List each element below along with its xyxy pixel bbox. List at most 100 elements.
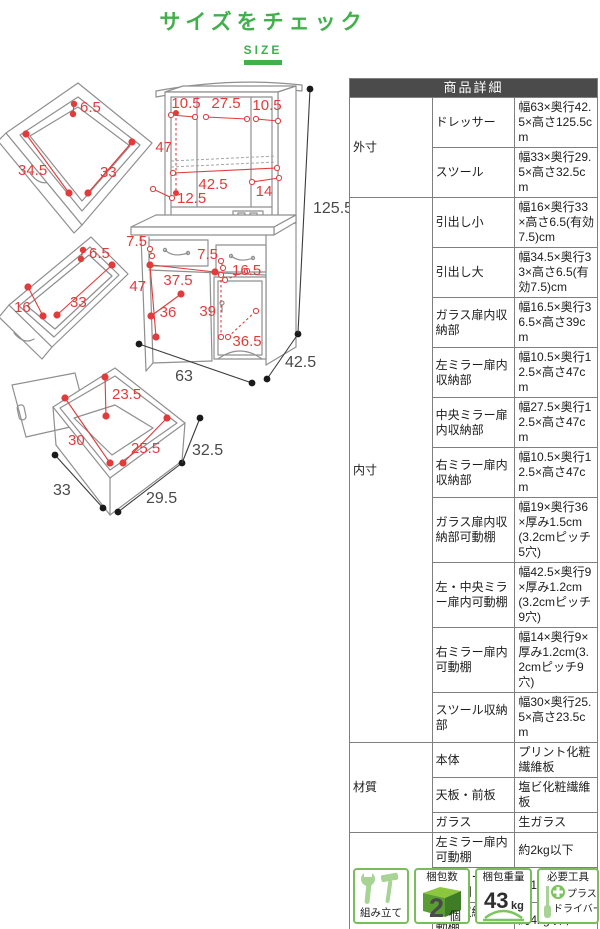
table-row: 外寸 ドレッサー 幅63×奥行42.5×高さ125.5cm [349, 97, 598, 199]
spec-cell-item: 中央ミラー扉内収納部 [431, 397, 516, 449]
table-row: スツール収納部 幅30×奥行25.5×高さ23.5cm [350, 692, 598, 744]
table-row: スツール 幅33×奥行29.5×高さ32.5cm [350, 147, 598, 199]
dim-drawer-right-height: 7.5 [197, 246, 218, 263]
dim-drawer-small-width: 16 [14, 299, 31, 316]
spec-cell-value: 幅10.5×奥行12.5×高さ47cm [514, 347, 598, 399]
spec-cell-value: プリント化粧繊維板 [514, 742, 598, 779]
dim-door-depth: 36.5 [232, 333, 261, 350]
spec-cell-category: 外寸 [349, 97, 433, 199]
spec-cell-item: スツール [431, 147, 516, 199]
spec-cell-value: 幅42.5×奥行9×厚み1.2cm(3.2cmピッチ9穴) [514, 562, 598, 629]
spec-cell-value: 幅34.5×奥行33×高さ6.5(有効7.5)cm [514, 247, 598, 299]
dim-door-height: 39 [199, 303, 216, 320]
spec-cell-category: 材質 [349, 742, 433, 834]
dim-drawer-small-height: 6.5 [89, 245, 110, 262]
badge-assembly: 組み立て [353, 868, 409, 924]
dim-stool-inner-height: 23.5 [112, 386, 141, 403]
table-row: 中央ミラー扉内収納部 幅27.5×奥行12.5×高さ47cm [350, 397, 598, 449]
dim-stool-outer-height: 32.5 [192, 442, 223, 459]
page-header: サイズをチェック SIZE [63, 6, 463, 65]
dim-drawer-small-depth: 33 [70, 294, 87, 311]
dim-knee-depth: 36 [160, 304, 177, 321]
spec-cell-item: スツール収納部 [431, 692, 516, 744]
dim-total-width: 63 [175, 368, 193, 385]
spec-cell-value: 幅27.5×奥行12.5×高さ47cm [514, 397, 598, 449]
tools-line-2: ドライバー [553, 903, 597, 915]
spec-cell-value: 幅30×奥行25.5×高さ23.5cm [514, 692, 598, 744]
spec-cell-item: 引出し小 [431, 197, 516, 249]
spec-table: 商品詳細 外寸 ドレッサー 幅63×奥行42.5×高さ125.5cm スツール … [349, 77, 598, 929]
small-drawer-drawing: 6.5 16 33 [0, 236, 129, 360]
spec-cell-item: 左・中央ミラー扉内可動棚 [431, 562, 516, 629]
dim-mirror-center-width: 27.5 [211, 95, 240, 112]
badge-package-count-label: 梱包数 [426, 871, 458, 883]
screwdriver-icon: プラス ドライバー [544, 884, 597, 918]
spec-cell-item: 左ミラー扉内収納部 [431, 347, 516, 399]
stool-drawing: 23.5 30 25.5 33 29.5 32.5 [11, 367, 223, 516]
dim-desk-inner-height: 47 [129, 278, 146, 295]
package-weight-value: 43 [484, 888, 508, 913]
badge-required-tools-label: 必要工具 [547, 871, 589, 883]
spec-cell-value: 幅33×奥行29.5×高さ32.5cm [514, 147, 598, 199]
size-diagram-svg: 6.5 34.5 33 6.5 16 33 [0, 81, 350, 516]
badge-package-weight: 梱包重量 43 kg [475, 868, 532, 924]
table-row: 耐荷重 左ミラー扉内可動棚 約2kg以下 [349, 832, 598, 929]
table-row: ガラス扉内収納部 幅16.5×奥行36.5×高さ39cm [350, 297, 598, 349]
table-row: 材質 本体 プリント化粧繊維板 [349, 742, 598, 834]
spec-cell-item: ドレッサー [431, 97, 516, 149]
spec-cell-item: ガラス扉内収納部 [431, 297, 516, 349]
dresser-drawing: 10.5 27.5 10.5 47 42.5 14 12.5 7.5 7.5 1… [126, 81, 350, 387]
spec-cell-item: 引出し大 [431, 247, 516, 299]
dim-drawer-large-width: 34.5 [18, 162, 47, 179]
dim-mirror-left-width: 10.5 [171, 95, 200, 112]
badge-required-tools: 必要工具 プラス ドライバー [537, 868, 599, 924]
dim-right-section-width: 14 [256, 183, 273, 200]
table-row: 内寸 引出し小 幅16×奥行33×高さ6.5(有効7.5)cm [349, 197, 598, 744]
package-count-value: 2 [429, 893, 444, 922]
table-row: 左・中央ミラー扉内可動棚 幅42.5×奥行9×厚み1.2cm(3.2cmピッチ9… [350, 562, 598, 629]
table-row: 左ミラー扉内収納部 幅10.5×奥行12.5×高さ47cm [350, 347, 598, 399]
spec-cell-category: 内寸 [349, 197, 433, 744]
subtitle-underline [244, 60, 282, 65]
dim-cabinet-inner-height: 47 [155, 139, 172, 156]
spec-cell-value: 幅10.5×奥行12.5×高さ47cm [514, 447, 598, 499]
spec-cell-value: 幅14×奥行9×厚み1.2cm(3.2cmピッチ9穴) [514, 627, 598, 694]
page-subtitle: SIZE [243, 43, 283, 57]
dim-stool-inner-width: 30 [68, 432, 85, 449]
large-drawer-drawing: 6.5 34.5 33 [0, 82, 153, 234]
tools-line-1: プラス [567, 888, 597, 900]
dim-door-width: 16.5 [232, 262, 261, 279]
dim-drawer-left-height: 7.5 [126, 233, 147, 250]
dim-stool-outer-depth: 29.5 [146, 490, 177, 507]
table-row: 右ミラー扉内可動棚 幅14×奥行9×厚み1.2cm(3.2cmピッチ9穴) [350, 627, 598, 694]
spec-cell-item: 右ミラー扉内可動棚 [431, 627, 516, 694]
dim-knee-width: 37.5 [163, 272, 192, 289]
dim-cabinet-depth: 12.5 [177, 190, 206, 207]
dim-stool-outer-width: 33 [53, 482, 71, 499]
dim-total-height: 125.5 [313, 200, 350, 217]
spec-cell-item: 左ミラー扉内可動棚 [431, 832, 516, 869]
badge-package-weight-label: 梱包重量 [482, 871, 525, 883]
box-icon: 2 個 [423, 886, 461, 922]
dim-total-depth: 42.5 [285, 354, 316, 371]
spec-cell-value: 塩ビ化粧繊維板 [514, 777, 598, 814]
spec-cell-value: 幅19×奥行36×厚み1.5cm(3.2cmピッチ5穴) [514, 497, 598, 564]
dim-stool-inner-depth: 25.5 [131, 440, 160, 457]
spec-cell-item: 天板・前板 [431, 777, 516, 814]
wrench-hammer-icon [361, 871, 399, 904]
dim-mirror-right-width: 10.5 [252, 97, 281, 114]
dim-drawer-large-depth: 33 [100, 164, 117, 181]
scale-icon: 43 kg [483, 888, 524, 921]
spec-cell-item: ガラス扉内収納部可動棚 [431, 497, 516, 564]
spec-cell-value: 約2kg以下 [514, 832, 598, 869]
spec-table-title: 商品詳細 [349, 77, 598, 99]
badge-row: 組み立て 梱包数 2 個 梱包重量 43 kg 必要工具 [353, 868, 599, 924]
badge-assembly-label: 組み立て [360, 907, 402, 920]
package-weight-unit: kg [511, 900, 524, 912]
badge-package-count: 梱包数 2 個 [414, 868, 470, 924]
spec-cell-value: 幅16.5×奥行36.5×高さ39cm [514, 297, 598, 349]
table-row: ガラス 生ガラス [350, 812, 598, 834]
spec-cell-item: 本体 [431, 742, 516, 779]
spec-cell-value: 生ガラス [514, 812, 598, 834]
